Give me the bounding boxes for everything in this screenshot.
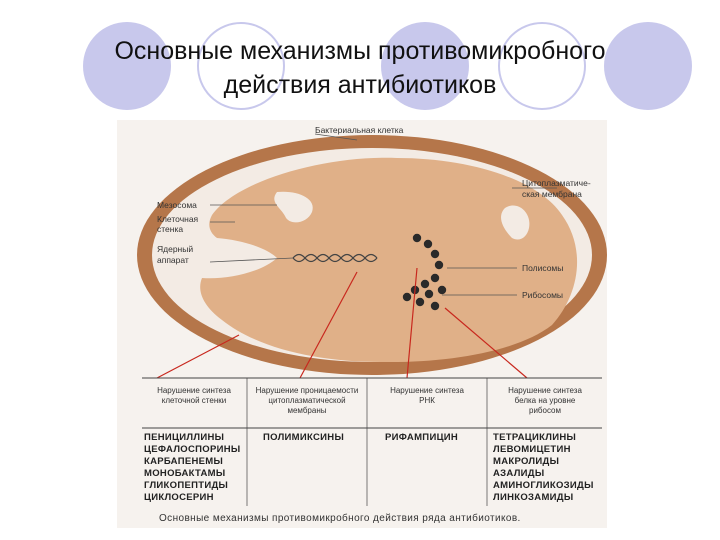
label-membrane-2: ская мембрана xyxy=(522,189,582,199)
label-nucleus-2: аппарат xyxy=(157,255,189,265)
col3-header-1: Нарушение синтеза xyxy=(390,386,464,395)
col2-header-2: цитоплазматической xyxy=(268,396,345,405)
drug-item: ТЕТРАЦИКЛИНЫ xyxy=(493,432,576,443)
col2-header-1: Нарушение проницаемости xyxy=(256,386,359,395)
drug-item: АМИНОГЛИКОЗИДЫ xyxy=(493,480,594,491)
col4-header-3: рибосом xyxy=(529,406,561,415)
drug-item: ГЛИКОПЕПТИДЫ xyxy=(144,480,228,491)
col4-drugs: ТЕТРАЦИКЛИНЫ ЛЕВОМИЦЕТИН МАКРОЛИДЫ АЗАЛИ… xyxy=(493,432,594,503)
drug-item: ЛИНКОЗАМИДЫ xyxy=(493,492,573,503)
decor-circle-5 xyxy=(604,22,692,110)
dna-strand-a xyxy=(292,253,378,263)
drug-item: ЛЕВОМИЦЕТИН xyxy=(493,444,571,455)
drug-item: МОНОБАКТАМЫ xyxy=(144,468,226,479)
drug-item: АЗАЛИДЫ xyxy=(493,468,544,479)
label-bacterial-cell: Бактериальная клетка xyxy=(315,125,404,135)
label-polysome: Полисомы xyxy=(522,263,563,273)
drug-item: ЦЕФАЛОСПОРИНЫ xyxy=(144,444,240,455)
label-cell-wall-2: стенка xyxy=(157,224,183,234)
label-cell-wall-1: Клеточная xyxy=(157,214,199,224)
decor-circle-1 xyxy=(83,22,171,110)
decor-circle-4 xyxy=(498,22,586,110)
drug-item: ЦИКЛОСЕРИН xyxy=(144,492,214,503)
drug-item: МАКРОЛИДЫ xyxy=(493,456,559,467)
cytoplasm-notch-right xyxy=(501,205,530,240)
red-pointers xyxy=(156,267,528,379)
label-ribosomes: Рибосомы xyxy=(522,290,563,300)
slide-title: Основные механизмы противомикробного дей… xyxy=(0,34,720,102)
figure-caption: Основные механизмы противомикробного дей… xyxy=(159,512,521,524)
label-membrane-1: Цитоплазматиче- xyxy=(522,178,591,188)
label-nucleus-1: Ядерный xyxy=(157,244,193,254)
antibiotic-mechanism-figure: Бактериальная клетка Мезосома Клеточная … xyxy=(117,120,607,528)
drug-item: РИФАМПИЦИН xyxy=(385,432,458,443)
col1-header-1: Нарушение синтеза xyxy=(157,386,231,395)
drug-item: ПОЛИМИКСИНЫ xyxy=(263,432,344,443)
col2-header-3: мембраны xyxy=(287,406,326,415)
mesosome xyxy=(274,191,313,223)
col3-header-2: РНК xyxy=(419,396,435,405)
decor-circle-2 xyxy=(197,22,285,110)
title-line-2: действия антибиотиков xyxy=(223,71,497,99)
label-mesosome: Мезосома xyxy=(157,200,197,210)
drug-item: ПЕНИЦИЛЛИНЫ xyxy=(144,432,224,443)
table-headers: Нарушение синтеза клеточной стенки Наруш… xyxy=(157,386,582,415)
dna-strand-b xyxy=(292,253,378,263)
drug-item: КАРБАПЕНЕМЫ xyxy=(144,456,223,467)
figure-svg: Бактериальная клетка Мезосома Клеточная … xyxy=(137,125,607,524)
decor-circle-3 xyxy=(381,22,469,110)
mechanism-table xyxy=(142,377,602,506)
title-line-1: Основные механизмы противомикробного xyxy=(114,37,606,65)
col4-header-1: Нарушение синтеза xyxy=(508,386,582,395)
col1-header-2: клеточной стенки xyxy=(162,396,226,405)
col1-drugs: ПЕНИЦИЛЛИНЫ ЦЕФАЛОСПОРИНЫ КАРБАПЕНЕМЫ МО… xyxy=(144,432,240,503)
col4-header-2: белка на уровне xyxy=(515,396,576,405)
leader-lines xyxy=(209,133,557,296)
